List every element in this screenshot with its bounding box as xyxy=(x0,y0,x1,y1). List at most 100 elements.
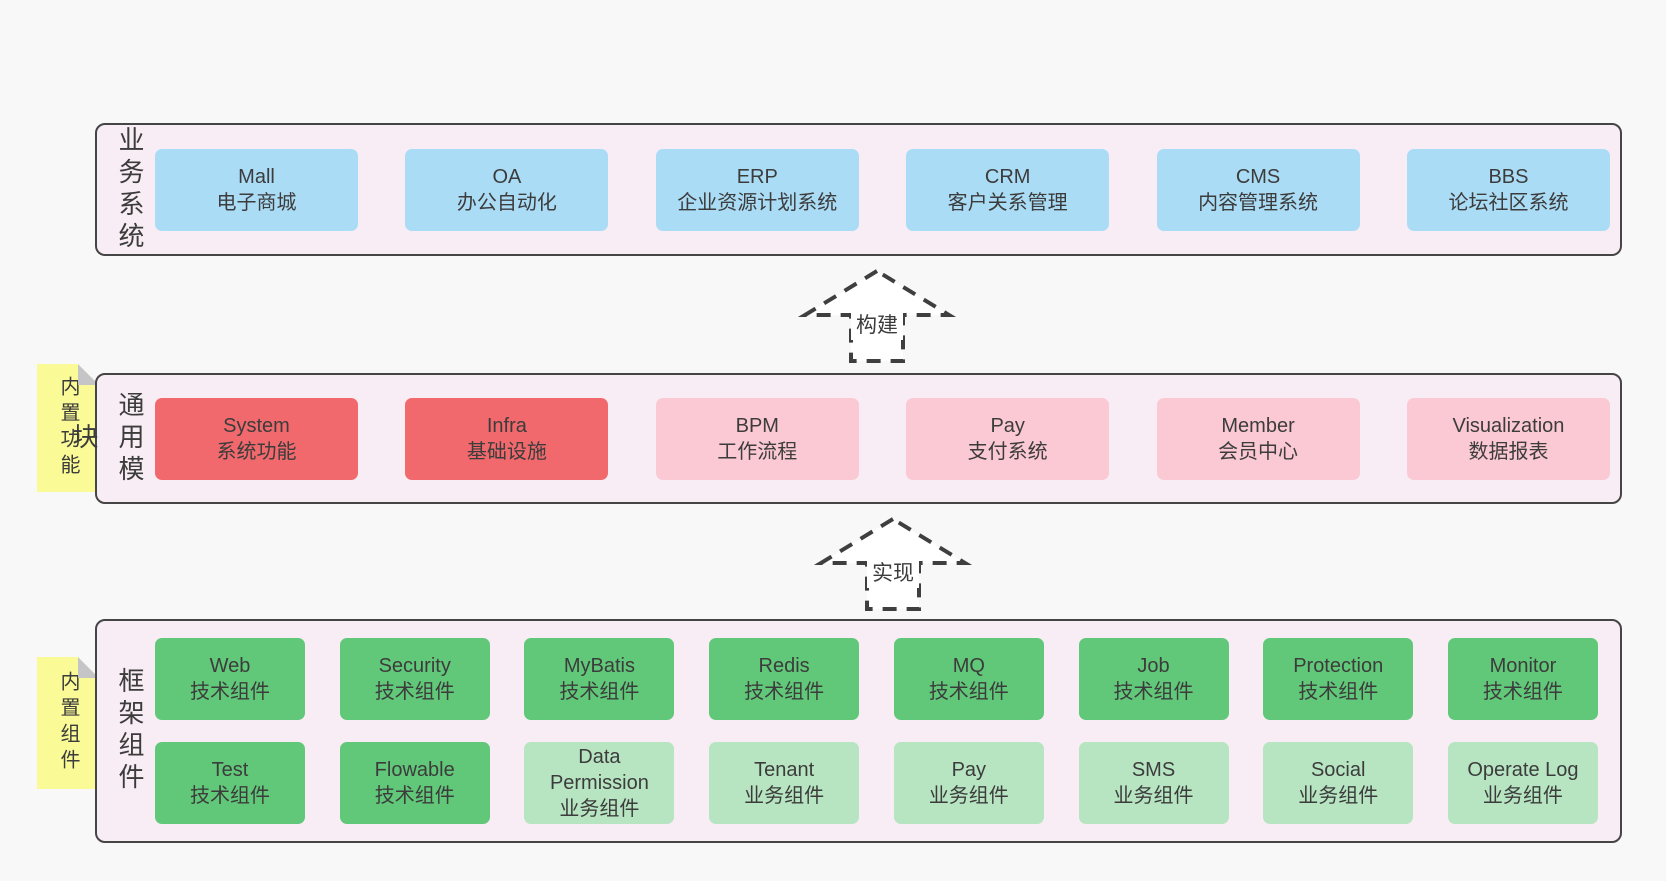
box-title: Infra xyxy=(486,414,527,437)
band-row: Mall 电子商城 OA 办公自动化 ERP 企业资源计划系统 CRM 客户关系… xyxy=(155,148,1610,231)
band-row: Web 技术组件 Security 技术组件 MyBatis 技术组件 Redi… xyxy=(155,638,1598,720)
box-subtitle: 技术组件 xyxy=(190,681,270,703)
arrow-label-background xyxy=(851,310,903,340)
box-title: Redis xyxy=(758,655,810,677)
box-title: BPM xyxy=(735,414,779,437)
box-mybatis: MyBatis 技术组件 xyxy=(524,638,675,720)
box-job: Job 技术组件 xyxy=(1078,638,1229,720)
box-subtitle: 客户关系管理 xyxy=(947,191,1068,214)
box-subtitle: 基础设施 xyxy=(466,440,547,463)
box-system: System 系统功能 xyxy=(155,397,358,480)
band-modules-label: 通用模块 xyxy=(69,390,145,487)
box-subtitle: 系统功能 xyxy=(216,440,297,463)
box-subtitle: 工作流程 xyxy=(717,440,798,463)
box-subtitle: 技术组件 xyxy=(1482,681,1563,703)
box-title: ERP xyxy=(736,165,778,188)
box-protection: Protection 技术组件 xyxy=(1263,638,1414,720)
sticky-note-builtin-features: 内置功能 xyxy=(37,364,99,492)
box-subtitle: 电子商城 xyxy=(216,191,297,214)
arrow-implement-label: 实现 xyxy=(872,562,914,585)
box-visualization: Visualization 数据报表 xyxy=(1406,397,1610,480)
box-infra: Infra 基础设施 xyxy=(405,397,609,480)
band-components-boxes: Web 技术组件 Security 技术组件 MyBatis 技术组件 Redi… xyxy=(155,638,1598,824)
box-subtitle: 企业资源计划系统 xyxy=(677,191,838,214)
box-title: Mall xyxy=(238,165,275,188)
band-components-label: 框架组件 xyxy=(115,667,145,795)
box-subtitle: 支付系统 xyxy=(967,440,1048,463)
sticky-label: 内置功能 xyxy=(57,376,79,480)
box-redis: Redis 技术组件 xyxy=(709,638,860,720)
box-title: System xyxy=(223,414,290,437)
box-title: OA xyxy=(492,165,522,188)
box-member: Member 会员中心 xyxy=(1156,397,1360,480)
box-subtitle: 技术组件 xyxy=(559,681,640,703)
box-subtitle: 业务组件 xyxy=(559,798,640,820)
band-framework-components: 框架组件 Web 技术组件 Security 技术组件 MyBatis 技术组件… xyxy=(95,619,1622,843)
box-cms: CMS 内容管理系统 xyxy=(1156,148,1360,231)
box-subtitle: 技术组件 xyxy=(374,785,455,807)
box-title: Pay xyxy=(990,414,1025,437)
arrow-label-background xyxy=(867,558,919,588)
box-title: Protection xyxy=(1293,655,1384,677)
box-social: Social 业务组件 xyxy=(1263,742,1414,824)
box-title: Web xyxy=(209,655,251,677)
box-subtitle: 业务组件 xyxy=(744,785,825,807)
band-business-systems: 业务系统 Mall 电子商城 OA 办公自动化 ERP 企业资源计划系统 CRM… xyxy=(95,123,1622,256)
box-title: Security xyxy=(378,655,451,677)
box-title: CMS xyxy=(1235,165,1281,188)
box-title: Flowable xyxy=(374,759,455,781)
box-operate-log: Operate Log 业务组件 xyxy=(1447,742,1598,824)
band-common-modules: 通用模块 System 系统功能 Infra 基础设施 BPM 工作流程 Pay… xyxy=(69,373,1622,504)
box-web: Web 技术组件 xyxy=(155,638,305,720)
box-sms: SMS 业务组件 xyxy=(1078,742,1229,824)
sticky-note-builtin-components: 内置组件 xyxy=(37,657,99,789)
dashed-up-arrow-implement: 实现 xyxy=(813,516,973,611)
box-crm: CRM 客户关系管理 xyxy=(906,148,1110,231)
box-title: MyBatis xyxy=(563,655,635,677)
box-flowable: Flowable 技术组件 xyxy=(339,742,490,824)
box-pay: Pay 支付系统 xyxy=(906,397,1110,480)
box-title: Member xyxy=(1221,414,1295,437)
band-row: System 系统功能 Infra 基础设施 BPM 工作流程 Pay 支付系统… xyxy=(155,397,1610,480)
box-bpm: BPM 工作流程 xyxy=(655,397,859,480)
band-row: Test 技术组件 Flowable 技术组件 Data Permission … xyxy=(155,742,1598,824)
arrow-build-label: 构建 xyxy=(856,314,898,337)
box-title: SMS xyxy=(1131,759,1176,781)
box-title: CRM xyxy=(984,165,1031,188)
box-bbs: BBS 论坛社区系统 xyxy=(1406,148,1610,231)
band-business-label: 业务系统 xyxy=(115,125,145,254)
box-tenant: Tenant 业务组件 xyxy=(709,742,860,824)
sticky-label: 内置组件 xyxy=(57,671,79,775)
box-mall: Mall 电子商城 xyxy=(155,148,358,231)
band-modules-boxes: System 系统功能 Infra 基础设施 BPM 工作流程 Pay 支付系统… xyxy=(155,397,1610,480)
dashed-up-arrow-build: 构建 xyxy=(797,268,957,363)
box-title: Visualization xyxy=(1452,414,1565,437)
box-title: Tenant xyxy=(754,759,815,781)
box-subtitle: 技术组件 xyxy=(744,681,825,703)
box-title: Test xyxy=(211,759,249,781)
box-subtitle: 业务组件 xyxy=(1113,785,1194,807)
box-subtitle: 会员中心 xyxy=(1218,440,1299,463)
box-test: Test 技术组件 xyxy=(155,742,305,824)
box-title: BBS xyxy=(1488,165,1529,188)
box-subtitle: 技术组件 xyxy=(928,681,1009,703)
box-monitor: Monitor 技术组件 xyxy=(1447,638,1598,720)
box-title: Monitor xyxy=(1489,655,1557,677)
box-title: Data Permission xyxy=(549,746,649,794)
box-subtitle: 技术组件 xyxy=(1298,681,1379,703)
box-subtitle: 技术组件 xyxy=(1113,681,1194,703)
box-title: MQ xyxy=(952,655,985,677)
box-subtitle: 业务组件 xyxy=(1482,785,1563,807)
box-title: Pay xyxy=(951,759,987,781)
box-subtitle: 论坛社区系统 xyxy=(1448,191,1569,214)
box-erp: ERP 企业资源计划系统 xyxy=(655,148,859,231)
box-subtitle: 业务组件 xyxy=(1298,785,1379,807)
box-subtitle: 内容管理系统 xyxy=(1198,191,1319,214)
box-subtitle: 技术组件 xyxy=(374,681,455,703)
box-title: Social xyxy=(1310,759,1366,781)
box-title: Job xyxy=(1137,655,1170,677)
band-business-boxes: Mall 电子商城 OA 办公自动化 ERP 企业资源计划系统 CRM 客户关系… xyxy=(155,148,1610,231)
box-data-permission: Data Permission 业务组件 xyxy=(524,742,675,824)
box-pay-business: Pay 业务组件 xyxy=(893,742,1044,824)
